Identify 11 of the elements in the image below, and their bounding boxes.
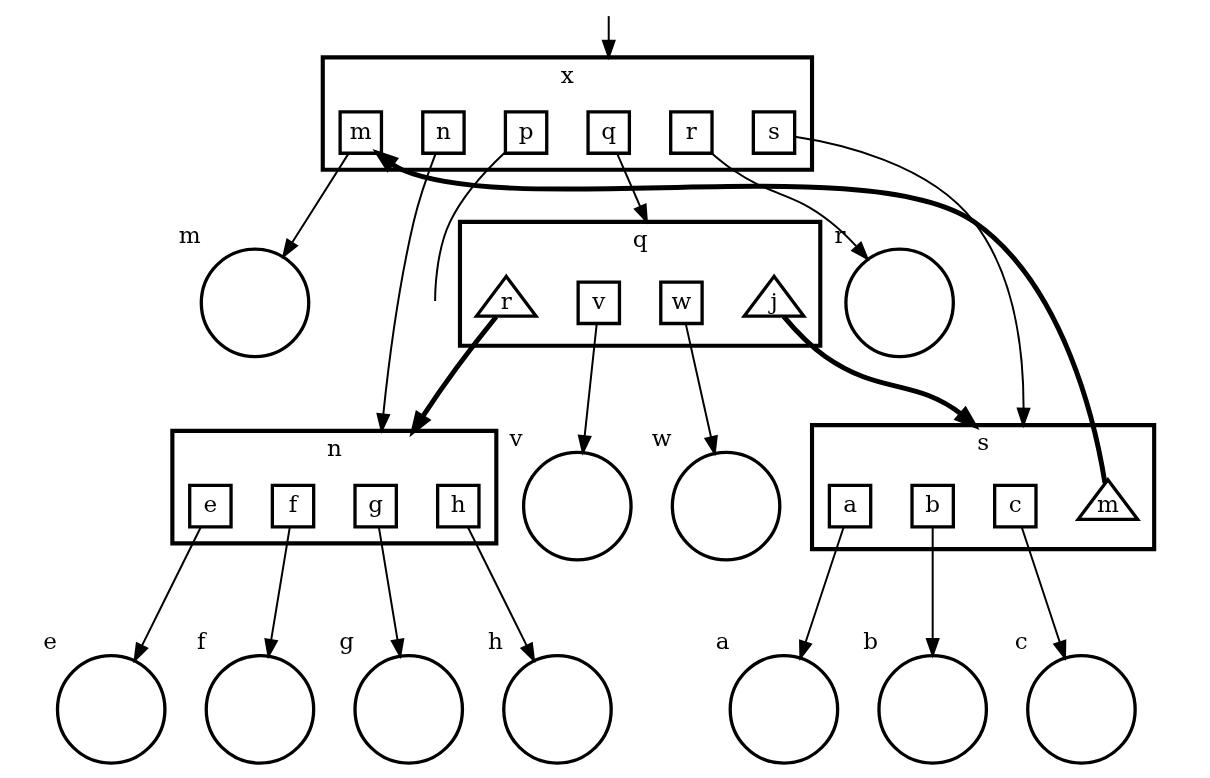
node-label: v (509, 425, 523, 452)
node-label: m (178, 221, 201, 248)
node-label: w (651, 425, 672, 452)
node-label: r (834, 221, 846, 248)
node-label: g (339, 628, 355, 655)
node-label: a (715, 628, 730, 655)
node-label: c (1014, 628, 1028, 655)
node-label: e (43, 628, 57, 655)
node-label: b (863, 628, 879, 655)
node-label: f (197, 628, 206, 655)
node-label: h (488, 628, 503, 655)
